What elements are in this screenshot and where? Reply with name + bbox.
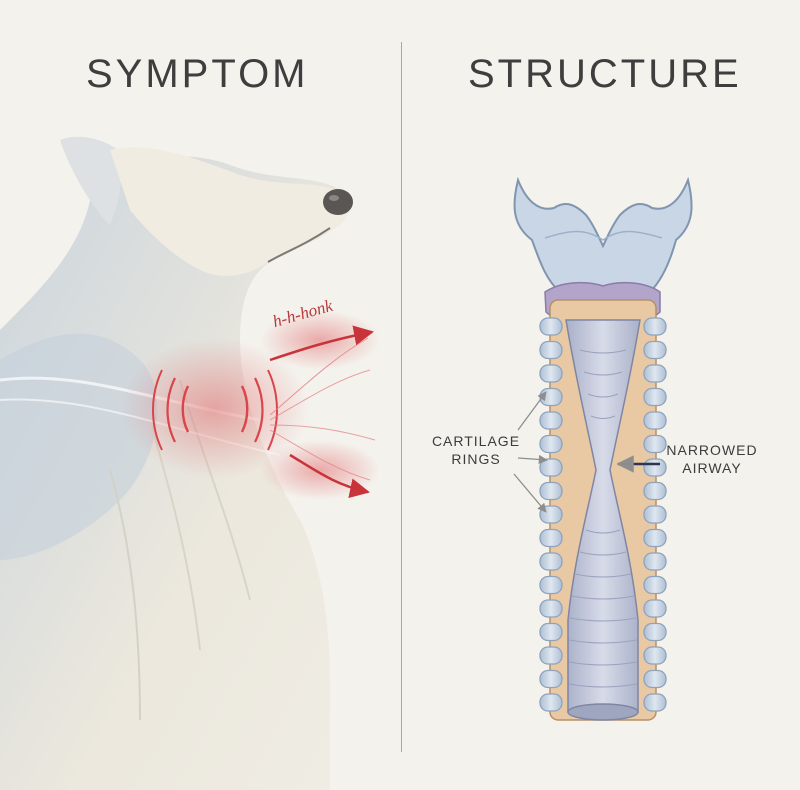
trachea-illustration <box>513 176 693 721</box>
narrowed-label-line1: NARROWED <box>666 442 758 458</box>
cartilage-ring-left-15 <box>539 646 563 665</box>
cartilage-ring-left-5 <box>539 411 563 430</box>
lower-sound-arrow <box>289 453 370 499</box>
narrowed-airway-label: NARROWED AIRWAY <box>656 441 768 477</box>
cartilage-ring-right-13 <box>643 599 667 618</box>
larynx-cartilage <box>513 176 693 293</box>
cartilage-arrow-upper <box>517 391 547 431</box>
cartilage-label-line1: CARTILAGE <box>431 433 521 449</box>
cartilage-ring-left-17 <box>539 693 563 712</box>
cartilage-label-line2: RINGS <box>451 451 501 467</box>
cartilage-ring-left-2 <box>539 340 563 360</box>
cartilage-ring-right-17 <box>643 693 667 712</box>
cartilage-rings-label: CARTILAGE RINGS <box>426 432 526 468</box>
panel-divider <box>401 42 402 752</box>
sound-waves <box>120 310 380 500</box>
narrowed-label-line2: AIRWAY <box>682 460 742 476</box>
dog-nose <box>323 189 353 215</box>
cartilage-ring-left-4 <box>539 387 563 407</box>
cartilage-ring-right-15 <box>643 646 667 665</box>
cartilage-rings <box>539 317 667 712</box>
cartilage-ring-right-12 <box>643 575 667 595</box>
cartilage-ring-right-4 <box>643 387 667 407</box>
cartilage-ring-right-14 <box>643 622 667 642</box>
dog-head <box>110 147 349 276</box>
cartilage-ring-left-6 <box>539 434 563 454</box>
cartilage-ring-left-10 <box>539 528 563 548</box>
cartilage-ring-right-11 <box>643 552 667 571</box>
cartilage-ring-right-3 <box>643 364 667 383</box>
upper-sound-arrow <box>269 325 374 362</box>
cartilage-ring-right-10 <box>643 528 667 548</box>
cartilage-ring-left-14 <box>539 622 563 642</box>
cartilage-ring-left-11 <box>539 552 563 571</box>
cartilage-ring-right-8 <box>643 481 667 501</box>
cartilage-ring-left-3 <box>539 364 563 383</box>
cartilage-ring-right-6 <box>643 434 667 454</box>
dog-ear <box>60 136 122 225</box>
annotation-arrows <box>513 391 660 513</box>
symptom-title: SYMPTOM <box>86 52 309 96</box>
cartilage-arrow-lower <box>513 473 547 513</box>
cartilage-ring-right-2 <box>643 340 667 360</box>
dog-mouth <box>267 227 331 263</box>
cartilage-ring-left-13 <box>539 599 563 618</box>
cartilage-arrow-middle <box>517 454 548 464</box>
cartilage-ring-left-7 <box>539 458 563 477</box>
cartilage-ring-left-1 <box>539 317 563 336</box>
cartilage-ring-right-1 <box>643 317 667 336</box>
cartilage-ring-right-5 <box>643 411 667 430</box>
cartilage-ring-left-8 <box>539 481 563 501</box>
cartilage-ring-right-9 <box>643 505 667 524</box>
cartilage-ring-right-16 <box>643 669 667 689</box>
cartilage-ring-left-12 <box>539 575 563 595</box>
structure-title: STRUCTURE <box>468 52 742 96</box>
cartilage-ring-left-16 <box>539 669 563 689</box>
